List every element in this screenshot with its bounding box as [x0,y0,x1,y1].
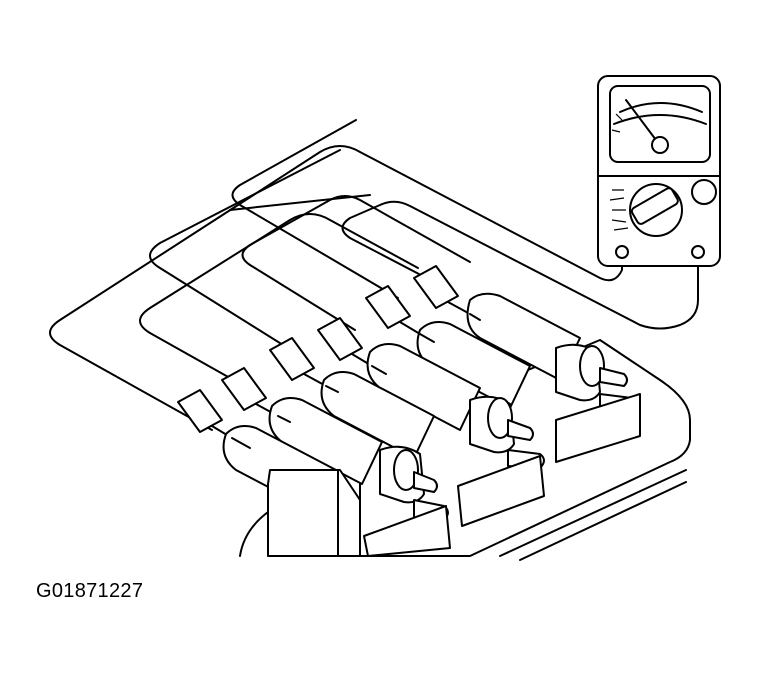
figure-id-label: G01871227 [36,580,144,602]
lead-tips [231,313,481,449]
test-lead-wires [49,119,699,431]
probes [177,265,471,439]
probe-1 [177,389,233,439]
coil-rear [416,292,641,463]
probe-2 [221,367,279,417]
coil-middle [320,343,545,527]
probe-6 [413,265,471,315]
range-selector-dial [609,183,683,237]
ignition-coils [222,292,641,557]
meter-terminal-left [615,245,629,259]
probe-4 [317,317,373,367]
meter-terminal-right [691,245,705,259]
probe-5 [365,285,421,335]
multimeter [597,75,721,267]
probe-3 [269,337,327,387]
coil-front [222,397,451,557]
